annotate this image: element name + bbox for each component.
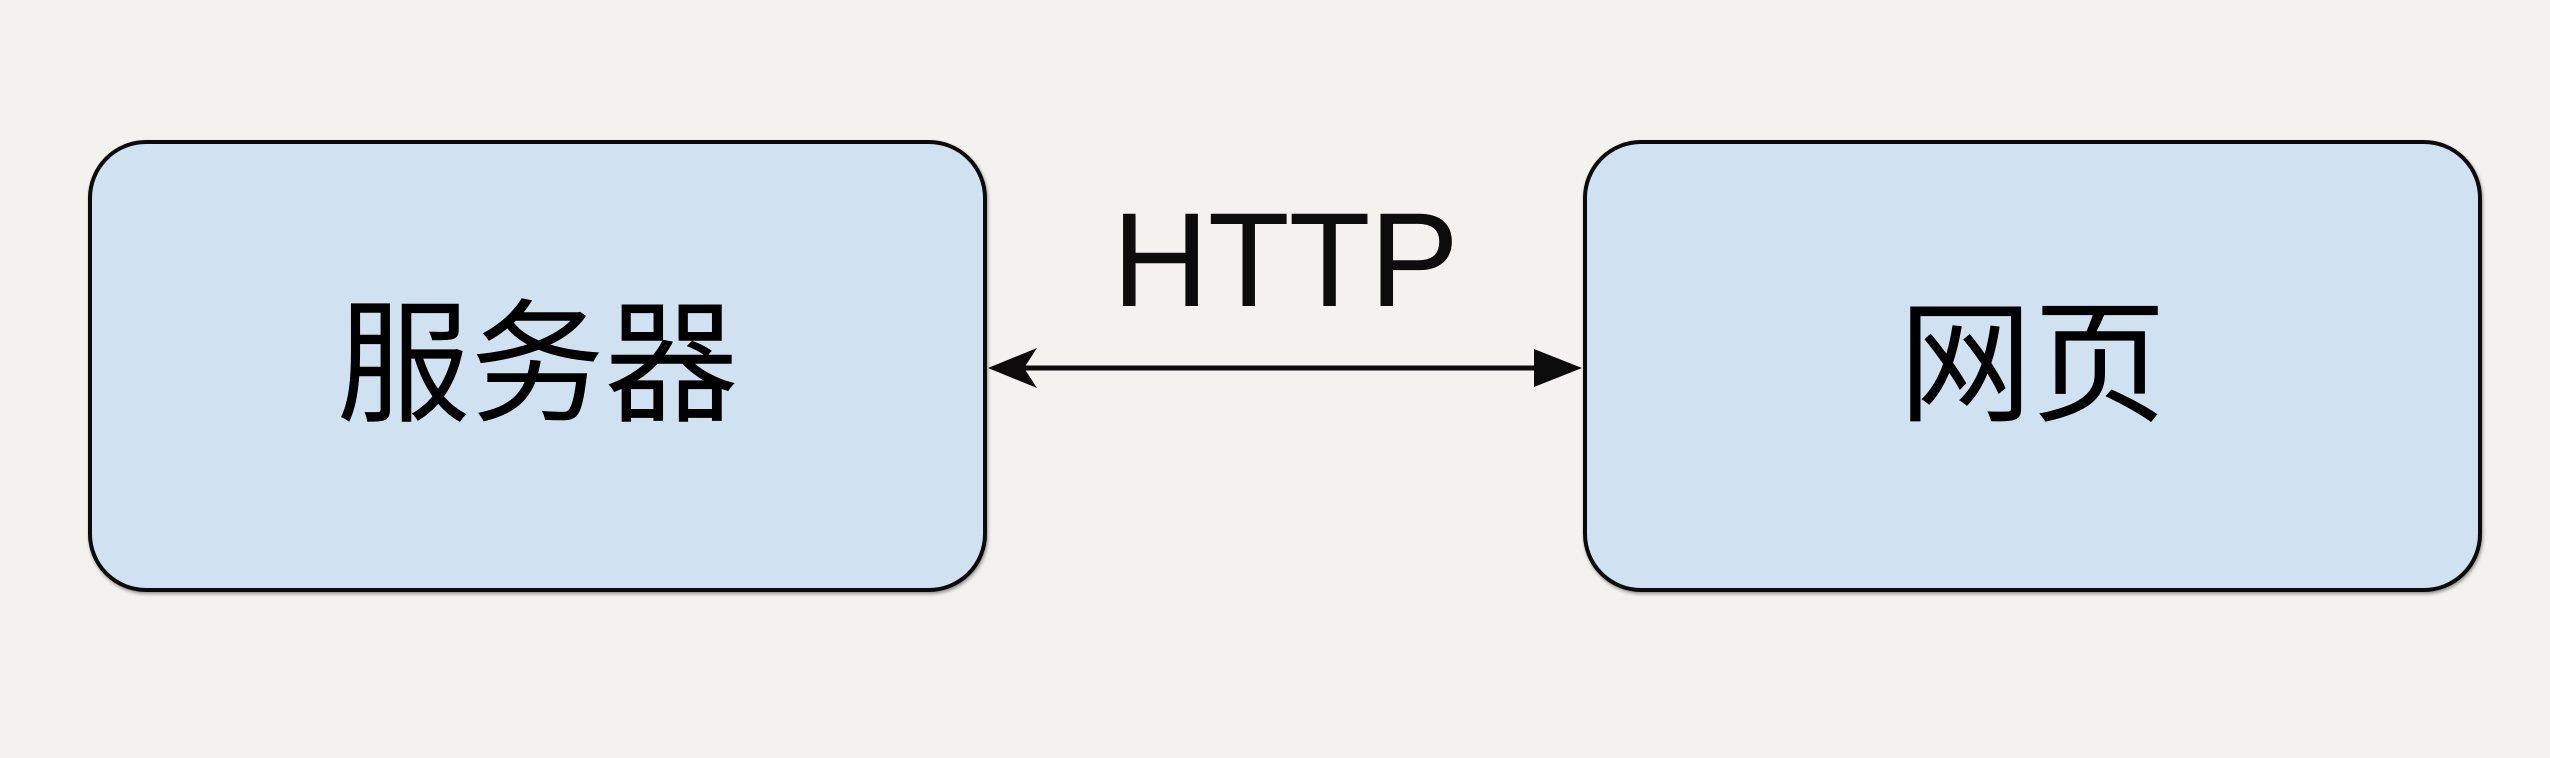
node-server-label: 服务器 — [336, 291, 739, 440]
connector-label: HTTP — [1112, 186, 1459, 335]
node-server: 服务器 — [88, 140, 987, 592]
node-webpage: 网页 — [1583, 140, 2482, 592]
arrowhead-left-icon — [988, 348, 1037, 388]
arrowhead-right-icon — [1534, 349, 1582, 387]
node-webpage-label: 网页 — [1898, 291, 2167, 440]
double-arrow-icon — [988, 348, 1582, 388]
